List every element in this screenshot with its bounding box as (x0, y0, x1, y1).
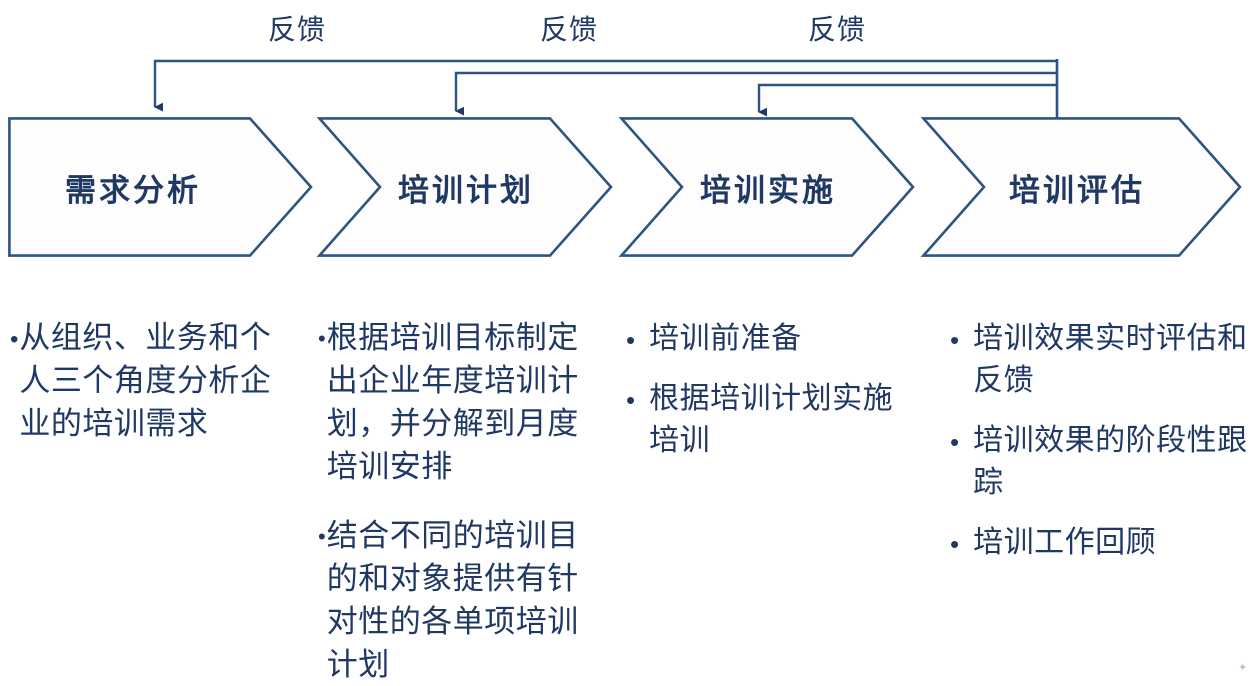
corner-artifact-icon: ✦ (1238, 662, 1248, 674)
feedback-arrow-stage4-to-stage2 (454, 71, 1057, 116)
stage-4-shape (922, 117, 1242, 257)
list-item: • 培训效果的阶段性跟踪 (950, 420, 1250, 504)
bullet-dot-icon: • (626, 325, 636, 355)
bullet-dot-icon: • (626, 385, 636, 415)
bullet-dot-icon: • (318, 326, 326, 351)
stage-chevron-4[interactable]: 培训评估 (922, 117, 1242, 257)
bullet-dot-icon: • (950, 529, 960, 559)
bullet-dot-icon: • (950, 427, 960, 457)
list-item: • 培训前准备 (626, 318, 916, 360)
stage-4-label: 培训评估 (1009, 172, 1145, 208)
stage-chevron-3[interactable]: 培训实施 (620, 117, 915, 257)
bullet-text: 培训前准备 (649, 322, 802, 355)
feedback-label-1: 反馈 (268, 14, 327, 45)
bullet-text: 根据培训目标制定出企业年度培训计划，并分解到月度培训安排 (326, 320, 579, 484)
bullet-column-1: • 从组织、业务和个人三个角度分析企业的培训需求 (10, 316, 300, 445)
bullet-text: 根据培训计划实施培训 (649, 382, 894, 457)
feedback-label-3: 反馈 (808, 14, 867, 45)
stage-chevron-2[interactable]: 培训计划 (318, 117, 613, 257)
stage-2-label: 培训计划 (398, 172, 534, 208)
stage-1-label: 需求分析 (65, 172, 201, 208)
bullet-text: 培训效果的阶段性跟踪 (973, 424, 1248, 499)
stage-3-shape (620, 117, 915, 257)
list-item: • 培训工作回顾 (950, 522, 1250, 564)
bullet-column-3: • 培训前准备 • 根据培训计划实施培训 (626, 318, 916, 480)
stage-chevron-1[interactable]: 需求分析 (8, 117, 313, 257)
bullet-text: 培训工作回顾 (973, 526, 1157, 559)
list-item: • 从组织、业务和个人三个角度分析企业的培训需求 (10, 316, 300, 445)
bullet-text: 从组织、业务和个人三个角度分析企业的培训需求 (19, 320, 272, 441)
bullet-dot-icon: • (10, 326, 19, 353)
bullet-dot-icon: • (318, 524, 326, 549)
feedback-arrow-stage4-to-stage1 (153, 59, 1057, 112)
bullet-text: 培训效果实时评估和反馈 (973, 322, 1248, 397)
feedback-arrow-stage4-to-stage3 (757, 83, 1057, 117)
list-item: • 根据培训目标制定出企业年度培训计划，并分解到月度培训安排 (318, 316, 608, 488)
stage-3-label: 培训实施 (700, 172, 836, 208)
stage-1-shape (8, 117, 313, 257)
bullet-column-2: • 根据培训目标制定出企业年度培训计划，并分解到月度培训安排 • 结合不同的培训… (318, 316, 608, 686)
bullet-column-4: • 培训效果实时评估和反馈 • 培训效果的阶段性跟踪 • 培训工作回顾 (950, 318, 1250, 582)
list-item: • 培训效果实时评估和反馈 (950, 318, 1250, 402)
list-item: • 根据培训计划实施培训 (626, 378, 916, 462)
list-item: • 结合不同的培训目的和对象提供有针对性的各单项培训计划 (318, 514, 608, 686)
feedback-label-2: 反馈 (540, 14, 599, 45)
stage-2-shape (318, 117, 613, 257)
bullet-text: 结合不同的培训目的和对象提供有针对性的各单项培训计划 (326, 518, 579, 682)
bullet-dot-icon: • (950, 325, 960, 355)
